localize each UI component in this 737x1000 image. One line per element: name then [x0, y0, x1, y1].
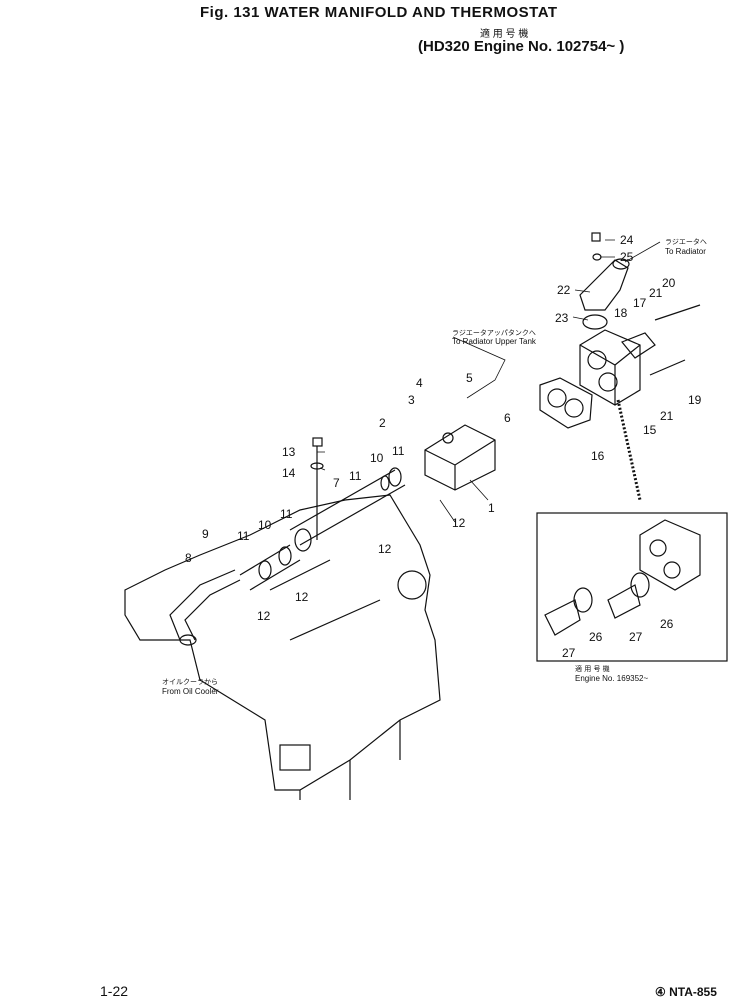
inset-frame: [536, 512, 728, 662]
part-label-10a: 10: [258, 518, 272, 532]
part-label-12a: 12: [452, 516, 466, 530]
part-label-23: 23: [555, 311, 569, 325]
part-label-9: 9: [202, 527, 209, 541]
leader-lines: [317, 239, 661, 523]
part-label-12b: 12: [378, 542, 392, 556]
part-label-16: 16: [591, 449, 605, 463]
part-label-4: 4: [416, 376, 423, 390]
oil-cooler-jp: オイルクーラから: [162, 678, 218, 686]
part-label-27b: 27: [629, 630, 643, 644]
part-label-25: 25: [620, 250, 634, 264]
part-label-27a: 27: [562, 646, 576, 660]
part-label-10b: 10: [370, 451, 384, 465]
upper-tank-note: To Radiator Upper Tank: [452, 337, 537, 346]
part-label-11b: 11: [280, 507, 293, 521]
part-labels: 1 2 3 4 5 6 7 8 9 10 10 11 11 11 11 12 1…: [185, 233, 702, 660]
part-label-1: 1: [488, 501, 495, 515]
part-label-3: 3: [408, 393, 415, 407]
page-code: ④ NTA-855: [655, 985, 717, 999]
to-radiator-jp: ラジエータへ: [665, 237, 707, 246]
part-label-14: 14: [282, 466, 296, 480]
part-label-22: 22: [557, 283, 571, 297]
thermostat-housing: [579, 329, 641, 406]
part-label-21b: 21: [660, 409, 674, 423]
water-manifold: [424, 424, 496, 491]
inset-applicability-jp: 適 用 号 機: [575, 664, 610, 673]
part-label-15: 15: [643, 423, 657, 437]
part-label-19: 19: [688, 393, 702, 407]
part-label-5: 5: [466, 371, 473, 385]
figure-title: Fig. 131 WATER MANIFOLD AND THERMOSTAT: [200, 4, 558, 21]
water-pipe: [169, 569, 241, 646]
part-label-17: 17: [633, 296, 647, 310]
inset-thermostat: [544, 519, 701, 636]
part-label-11c: 11: [349, 469, 362, 483]
part-label-11a: 11: [237, 529, 250, 543]
part-label-18: 18: [614, 306, 628, 320]
bolt-19: [649, 359, 686, 376]
gasket-16: [539, 377, 593, 429]
part-label-7: 7: [333, 476, 340, 490]
part-label-20: 20: [662, 276, 676, 290]
applicability-label: (HD320 Engine No. 102754~ ): [418, 38, 625, 55]
part-label-2: 2: [379, 416, 386, 430]
bolt-24: [591, 232, 602, 261]
oil-cooler-note: From Oil Cooler: [162, 687, 219, 696]
inset-arrow: [616, 399, 642, 501]
part-label-26a: 26: [589, 630, 603, 644]
inset-applicability: Engine No. 169352~: [575, 674, 649, 683]
applicability-jp-label: 適 用 号 機: [480, 29, 529, 40]
part-label-12c: 12: [295, 590, 309, 604]
bolt-20: [654, 304, 701, 321]
gasket-23: [582, 314, 608, 330]
cover-18: [621, 332, 656, 359]
part-label-8: 8: [185, 551, 192, 565]
part-label-12d: 12: [257, 609, 271, 623]
part-label-6: 6: [504, 411, 511, 425]
engine-block: [124, 494, 441, 800]
part-label-13: 13: [282, 445, 296, 459]
upper-tank-jp: ラジエータアッパタンクへ: [452, 328, 536, 337]
water-outlet-elbow: [579, 258, 630, 311]
part-label-21a: 21: [649, 286, 663, 300]
notes: ラジエータへ To Radiator ラジエータアッパタンクへ To Radia…: [162, 237, 707, 696]
bolt-13: [310, 437, 324, 540]
to-radiator-note: To Radiator: [665, 247, 706, 256]
part-label-26b: 26: [660, 617, 674, 631]
page-number: 1-22: [100, 983, 129, 999]
part-label-11d: 11: [392, 444, 405, 458]
part-label-24: 24: [620, 233, 634, 247]
